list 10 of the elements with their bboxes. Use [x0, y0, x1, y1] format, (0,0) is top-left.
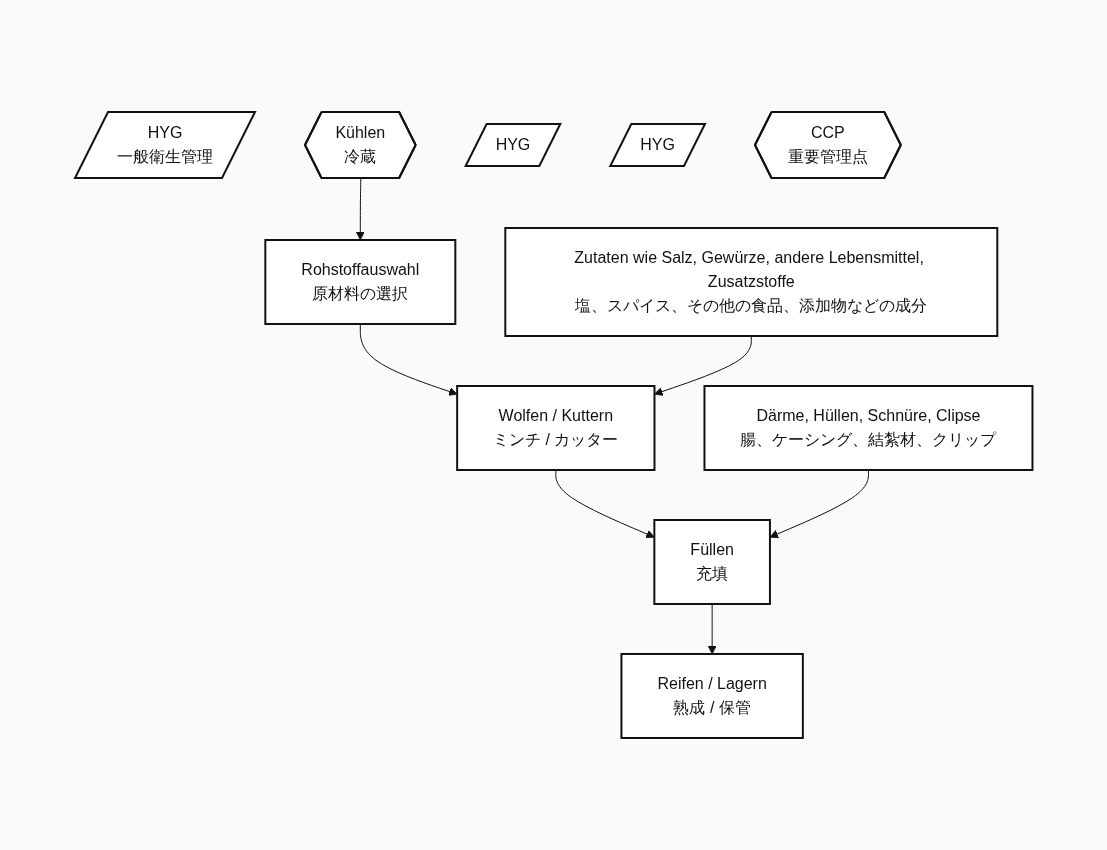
- arrow: [555, 469, 655, 539]
- arrow: [355, 178, 365, 241]
- node-box: Rohstoffauswahl 原材料の選択: [264, 239, 457, 325]
- node-box: Reifen / Lagern 熟成 / 保管: [620, 653, 804, 739]
- node-box: Füllen 充填: [653, 519, 771, 605]
- node-box: Zutaten wie Salz, Gewürze, andere Lebensmittel, Zusatzstoffe 塩、スパイス、その他の食品、添加物などの成分: [504, 227, 999, 337]
- node-box: Wolfen / Kuttern ミンチ / カッター: [455, 385, 656, 471]
- arrow: [707, 603, 717, 655]
- arrow: [769, 469, 869, 539]
- node-box: Därme, Hüllen, Schnüre, Clipse 腸、ケーシング、結紮材、クリップ: [703, 385, 1034, 471]
